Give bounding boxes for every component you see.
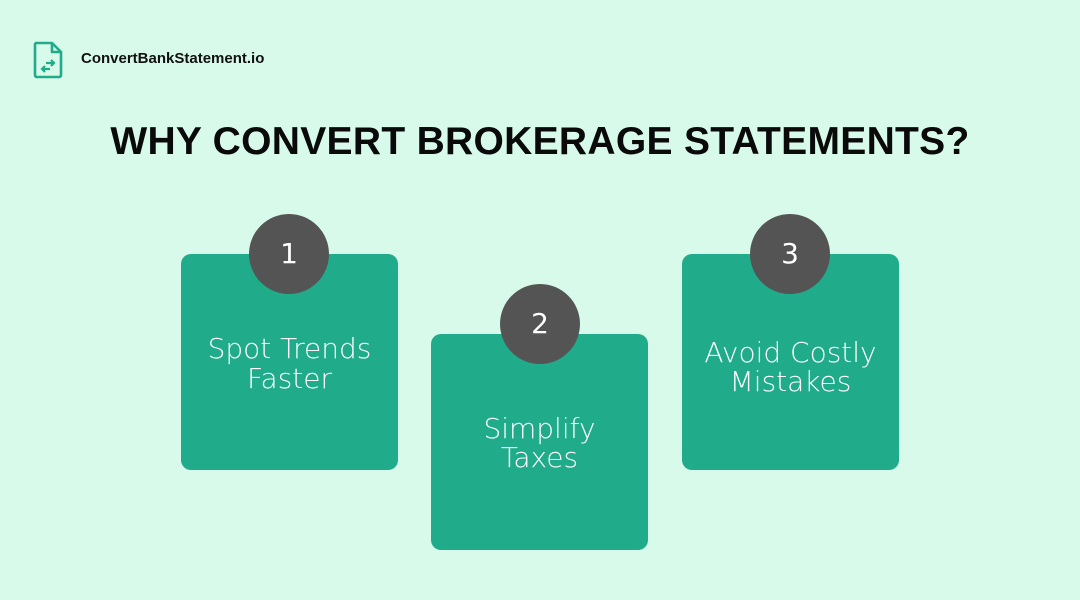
page-title: WHY CONVERT BROKERAGE STATEMENTS? bbox=[110, 120, 970, 163]
step-text-line2: Taxes bbox=[500, 441, 579, 474]
step-text-line2: Faster bbox=[247, 362, 332, 395]
step-number-badge-2: 2 bbox=[500, 284, 580, 364]
step-number-badge-3: 3 bbox=[750, 214, 830, 294]
brand-name: ConvertBankStatement.io bbox=[81, 50, 265, 67]
document-exchange-icon bbox=[33, 41, 63, 79]
step-card-2: Simplify Taxes bbox=[431, 334, 648, 550]
step-text-line1: Avoid Costly bbox=[704, 336, 877, 369]
step-text-line2: Mistakes bbox=[729, 365, 852, 398]
step-text-line1: Spot Trends bbox=[207, 332, 372, 365]
step-number-badge-1: 1 bbox=[249, 214, 329, 294]
step-text-line1: Simplify bbox=[483, 412, 596, 445]
